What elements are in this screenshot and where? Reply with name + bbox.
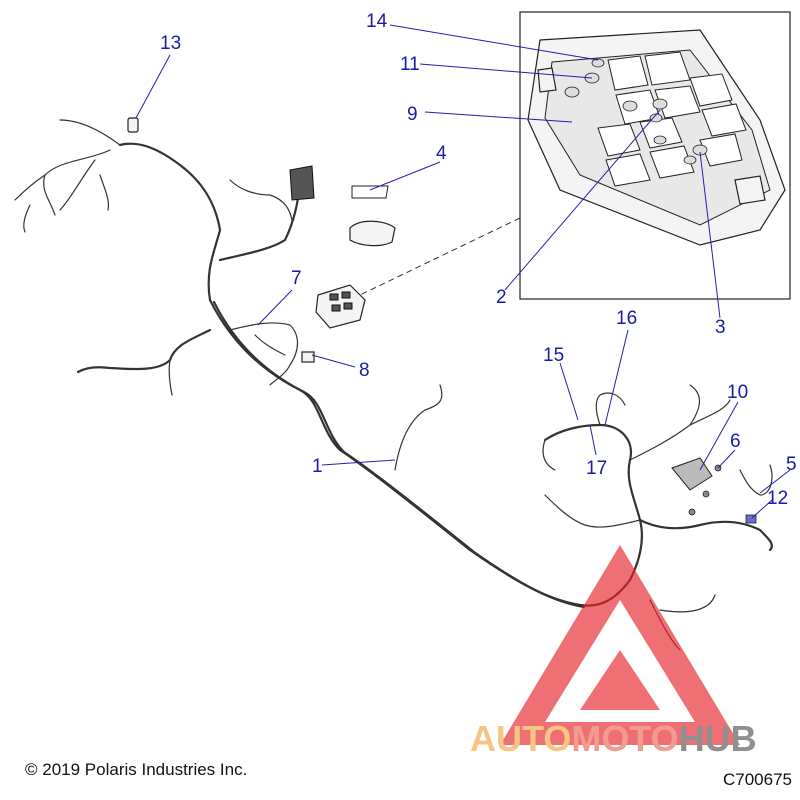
sensor-13 bbox=[127, 117, 139, 133]
callout-13: 13 bbox=[160, 33, 181, 54]
leader-lines bbox=[135, 24, 791, 519]
connector-8 bbox=[301, 351, 315, 363]
callout-6: 6 bbox=[730, 431, 741, 452]
callout-17: 17 bbox=[586, 458, 607, 479]
watermark-logo bbox=[500, 545, 740, 745]
callout-14: 14 bbox=[366, 11, 388, 32]
callout-5: 5 bbox=[786, 454, 797, 475]
watermark-hub: HUB bbox=[678, 718, 757, 759]
callout-9: 9 bbox=[407, 104, 418, 125]
fuse-grid bbox=[597, 51, 747, 187]
label-4 bbox=[351, 185, 389, 199]
callouts: 14 11 9 4 13 2 3 7 8 16 15 10 6 5 12 17 … bbox=[160, 11, 797, 509]
fuse-block bbox=[315, 284, 366, 329]
callout-12: 12 bbox=[767, 488, 788, 509]
callout-2: 2 bbox=[496, 287, 507, 308]
callout-3: 3 bbox=[715, 317, 726, 338]
callout-4: 4 bbox=[436, 143, 447, 164]
callout-10: 10 bbox=[727, 382, 748, 403]
callout-15: 15 bbox=[543, 345, 564, 366]
copyright-notice: © 2019 Polaris Industries Inc. bbox=[25, 760, 248, 779]
callout-1: 1 bbox=[312, 456, 323, 477]
callout-7: 7 bbox=[291, 268, 302, 289]
mini-fuses bbox=[564, 58, 708, 165]
dark-connector bbox=[289, 165, 315, 201]
callout-16: 16 bbox=[616, 308, 637, 329]
clip-12 bbox=[745, 514, 757, 524]
watermark-text: AUTOMOTOHUB bbox=[470, 718, 757, 760]
callout-11: 11 bbox=[400, 54, 420, 75]
diagram-code: C700675 bbox=[722, 770, 792, 789]
fuse-box-inset bbox=[519, 11, 791, 300]
gasket-10 bbox=[671, 457, 713, 491]
watermark-auto: AUTO bbox=[470, 718, 572, 759]
cover-part bbox=[349, 220, 396, 247]
wire-harness bbox=[14, 119, 774, 651]
callout-8: 8 bbox=[359, 360, 370, 381]
watermark-moto: MOTO bbox=[571, 718, 679, 759]
